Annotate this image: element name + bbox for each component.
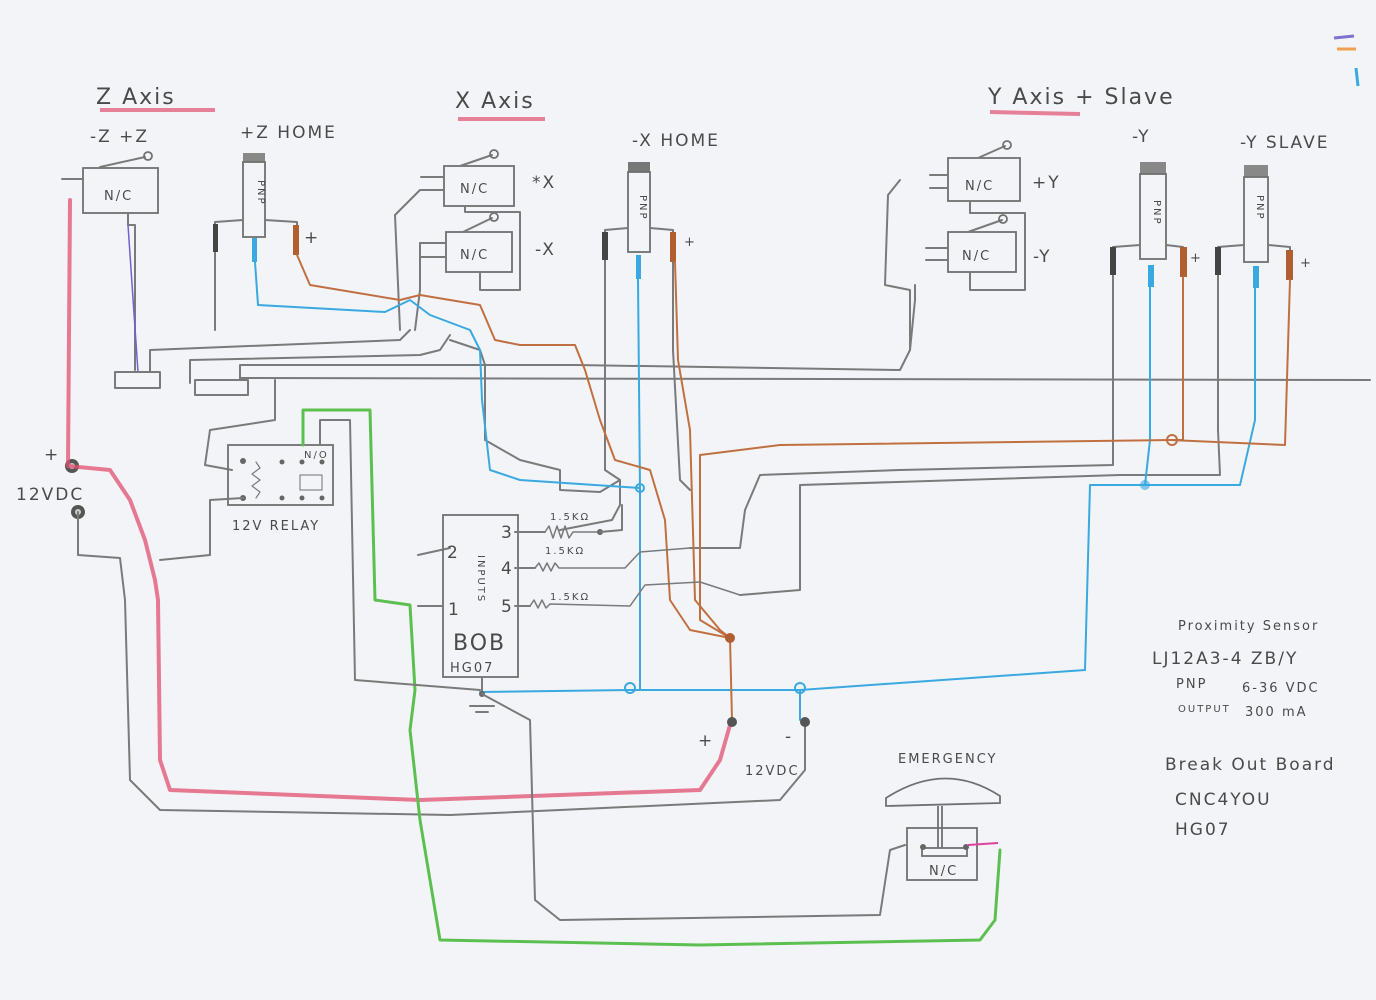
x-plus-limit-switch: N/C bbox=[420, 149, 515, 207]
power-red-wire bbox=[66, 198, 732, 802]
svg-text:PNP: PNP bbox=[255, 180, 266, 206]
svg-text:+: + bbox=[684, 235, 697, 250]
y-axis-heading: Y Axis + Slave bbox=[987, 85, 1175, 116]
signal-wires bbox=[114, 179, 1371, 596]
y-home-label: -Y bbox=[1132, 127, 1151, 147]
bob-pin-4: 4 bbox=[501, 559, 514, 579]
svg-text:EMERGENCY: EMERGENCY bbox=[898, 752, 997, 767]
notes-block: Proximity Sensor LJ12A3-4 ZB/Y PNP 6-36 … bbox=[1152, 619, 1336, 840]
x-home-sensor: PNP + bbox=[602, 162, 697, 371]
relay-label: 12V RELAY bbox=[232, 519, 320, 534]
note-sensor-model: LJ12A3-4 ZB/Y bbox=[1152, 649, 1298, 669]
svg-text:12VDC: 12VDC bbox=[745, 764, 800, 779]
svg-text:+: + bbox=[698, 731, 714, 751]
z-limit-switch: N/C bbox=[61, 151, 159, 214]
svg-text:1.5KΩ: 1.5KΩ bbox=[550, 592, 590, 603]
x-switch-series-link bbox=[464, 205, 521, 291]
svg-text:X Axis: X Axis bbox=[455, 89, 535, 114]
y-minus-label: -Y bbox=[1033, 247, 1052, 267]
psu-left: + 12VDC bbox=[16, 445, 85, 519]
note-bob-model: HG07 bbox=[1175, 820, 1231, 840]
resistor-pin3: 1.5KΩ bbox=[514, 504, 623, 539]
x-plus-label: *X bbox=[532, 173, 556, 193]
svg-text:12VDC: 12VDC bbox=[16, 485, 84, 505]
x-minus-label: -X bbox=[535, 240, 556, 260]
x-home-label: -X HOME bbox=[632, 131, 720, 151]
bob-model: HG07 bbox=[450, 661, 494, 676]
svg-text:N/C: N/C bbox=[460, 182, 489, 197]
bob-pin-5: 5 bbox=[501, 597, 514, 617]
z-home-label: +Z HOME bbox=[240, 123, 337, 143]
svg-text:N/C: N/C bbox=[965, 179, 994, 194]
bob-inputs-label: INPUTS bbox=[475, 555, 486, 603]
bob-pin2-wire bbox=[417, 547, 451, 556]
x-minus-limit-switch: N/C bbox=[419, 212, 513, 273]
svg-text:N/C: N/C bbox=[460, 248, 489, 263]
relay-contact-label: N/O bbox=[304, 450, 329, 461]
y-plus-label: +Y bbox=[1032, 173, 1061, 193]
relay-12v: N/O 12V RELAY bbox=[159, 444, 334, 561]
note-sensor-output-label: OUTPUT bbox=[1178, 704, 1231, 715]
svg-text:PNP: PNP bbox=[1151, 200, 1162, 226]
y-slave-label: -Y SLAVE bbox=[1240, 133, 1329, 153]
svg-text:N/C: N/C bbox=[929, 864, 958, 879]
svg-text:N/C: N/C bbox=[962, 249, 991, 264]
y-plus-limit-switch: N/C bbox=[929, 140, 1021, 202]
svg-text:+: + bbox=[1300, 256, 1313, 271]
bob-name: BOB bbox=[453, 631, 506, 656]
note-sensor-output: 300 mA bbox=[1245, 705, 1308, 720]
note-sensor-voltage: 6-36 VDC bbox=[1242, 681, 1320, 696]
note-bob-title: Break Out Board bbox=[1165, 755, 1336, 775]
negative-wires bbox=[254, 261, 1256, 721]
estop-ground-wire bbox=[481, 693, 906, 921]
breakout-board: 2 1 3 4 5 INPUTS BOB HG07 bbox=[417, 514, 906, 921]
svg-text:PNP: PNP bbox=[637, 195, 648, 221]
z-home-sensor: PNP + bbox=[213, 153, 320, 331]
svg-text:Y Axis + Slave: Y Axis + Slave bbox=[987, 85, 1175, 110]
svg-text:+: + bbox=[304, 228, 320, 248]
svg-text:Z Axis: Z Axis bbox=[96, 85, 176, 110]
positive-wires bbox=[296, 254, 1291, 721]
svg-text:1.5KΩ: 1.5KΩ bbox=[545, 546, 585, 557]
psu-bottom: + - 12VDC bbox=[698, 717, 810, 779]
note-sensor-type: PNP bbox=[1176, 677, 1207, 692]
emergency-stop: EMERGENCY N/C bbox=[885, 752, 1001, 881]
svg-text:N/C: N/C bbox=[104, 189, 133, 204]
svg-text:+: + bbox=[1190, 251, 1203, 266]
y-slave-sensor: PNP + bbox=[1215, 165, 1313, 431]
resistor-pin5: 1.5KΩ bbox=[514, 581, 741, 609]
power-ground-wire bbox=[77, 511, 806, 816]
svg-text:PNP: PNP bbox=[1254, 195, 1265, 221]
x-axis-heading: X Axis bbox=[455, 89, 545, 121]
z-limit-label: -Z +Z bbox=[90, 127, 149, 147]
bob-pin-1: 1 bbox=[448, 600, 461, 620]
svg-text:+: + bbox=[44, 445, 60, 465]
z-axis-heading: Z Axis bbox=[96, 85, 215, 112]
svg-text:-: - bbox=[785, 727, 793, 747]
note-bob-vendor: CNC4YOU bbox=[1175, 790, 1272, 810]
estop-green-wire bbox=[301, 408, 1002, 947]
note-sensor-title: Proximity Sensor bbox=[1178, 619, 1319, 634]
resistor-pin4: 1.5KΩ bbox=[514, 546, 691, 572]
y-home-sensor: PNP + bbox=[1110, 162, 1203, 431]
bob-pin-3: 3 bbox=[501, 523, 514, 543]
y-minus-limit-switch: N/C bbox=[925, 214, 1017, 273]
relay-to-bob-wire bbox=[319, 419, 481, 691]
bob-pin-2: 2 bbox=[447, 543, 460, 563]
color-swatches bbox=[1333, 34, 1360, 87]
svg-text:1.5KΩ: 1.5KΩ bbox=[550, 512, 590, 523]
y-switch-series-link bbox=[969, 200, 1026, 291]
